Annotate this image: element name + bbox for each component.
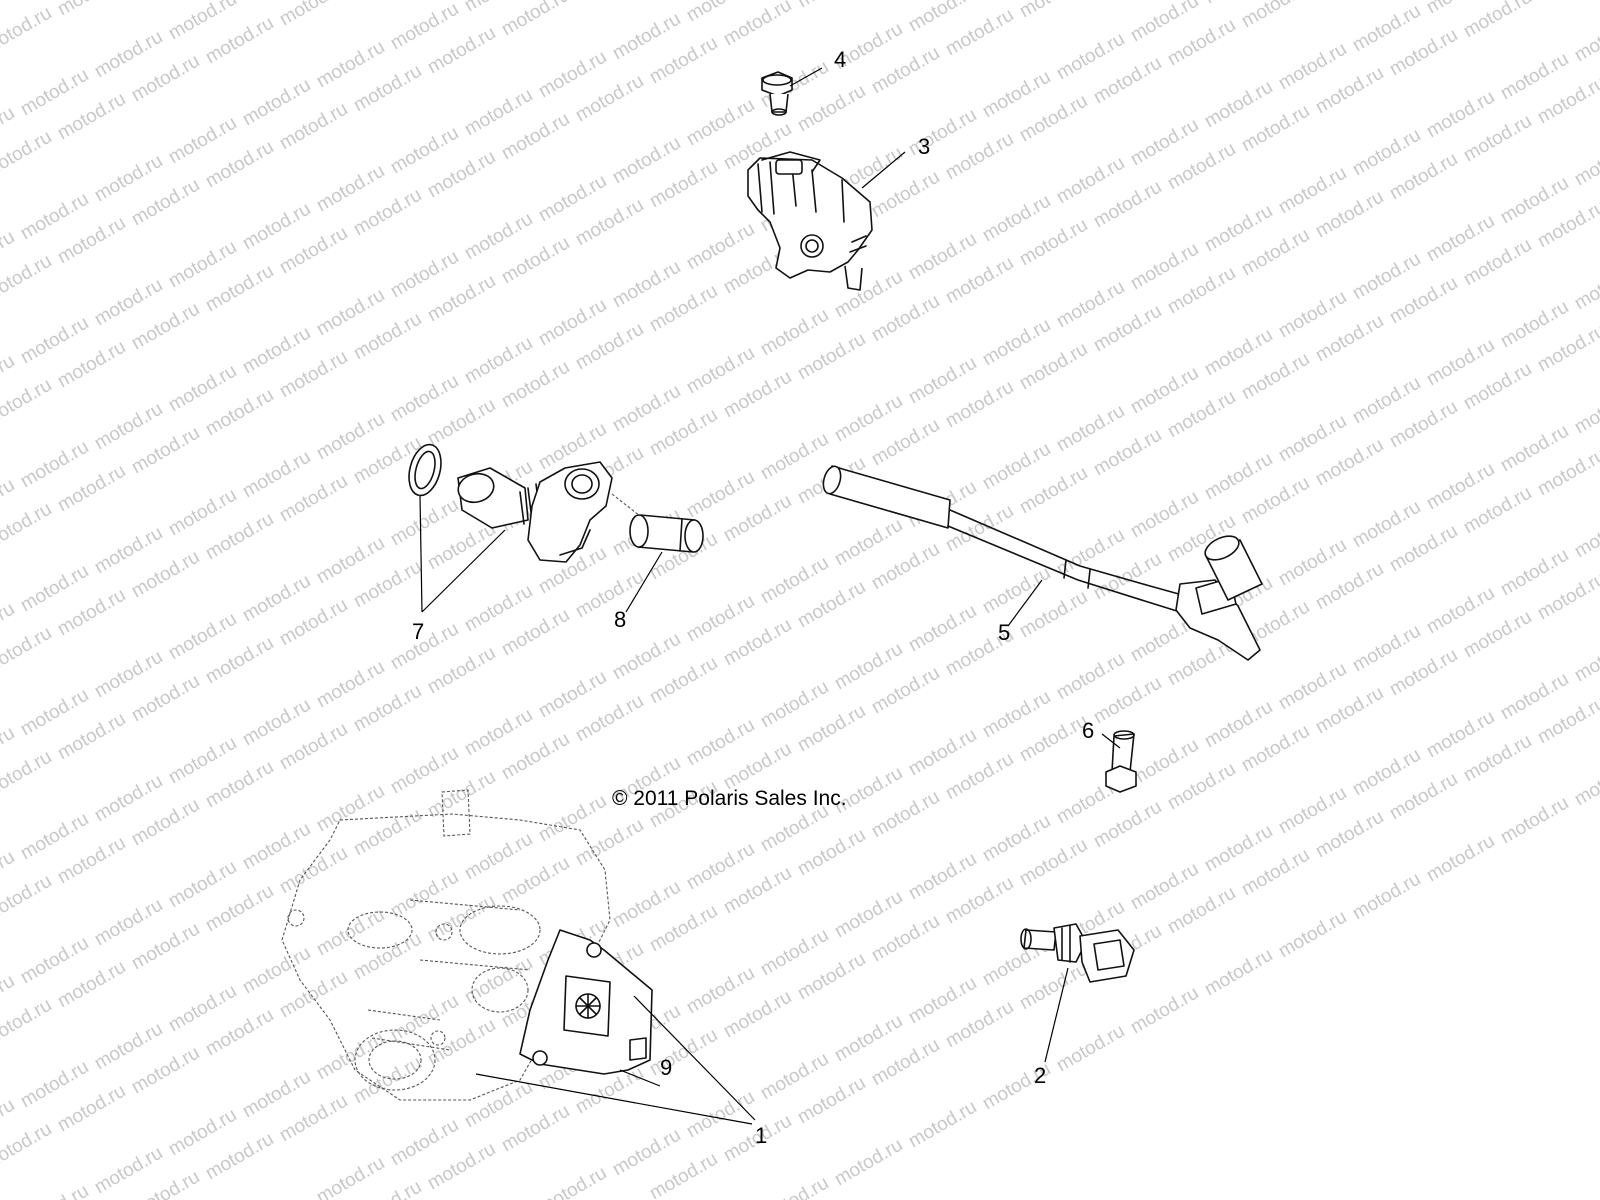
part-7-speed-sensor <box>408 443 613 563</box>
part-6-bolt <box>1105 730 1137 793</box>
callout-1: 1 <box>755 1123 767 1148</box>
copyright-notice: © 2011 Polaris Sales Inc. <box>612 787 847 810</box>
callout-8: 8 <box>614 607 626 632</box>
leader-lines <box>419 67 1121 1125</box>
callout-7: 7 <box>412 619 424 644</box>
part-4-bolt <box>761 71 793 116</box>
part-3-map-sensor <box>747 151 873 291</box>
callout-6: 6 <box>1082 718 1094 743</box>
part-9-throttle-position-sensor <box>519 929 653 1075</box>
callout-2: 2 <box>1034 1063 1046 1088</box>
part-2-temperature-sensor <box>1020 923 1135 983</box>
callout-9: 9 <box>660 1055 672 1080</box>
part-8-sleeve <box>629 514 704 553</box>
part-5-sensor-cable <box>822 465 1263 661</box>
callout-4: 4 <box>834 47 846 72</box>
part-1-throttle-body <box>281 789 611 1101</box>
callout-5: 5 <box>998 620 1010 645</box>
callout-3: 3 <box>918 134 930 159</box>
